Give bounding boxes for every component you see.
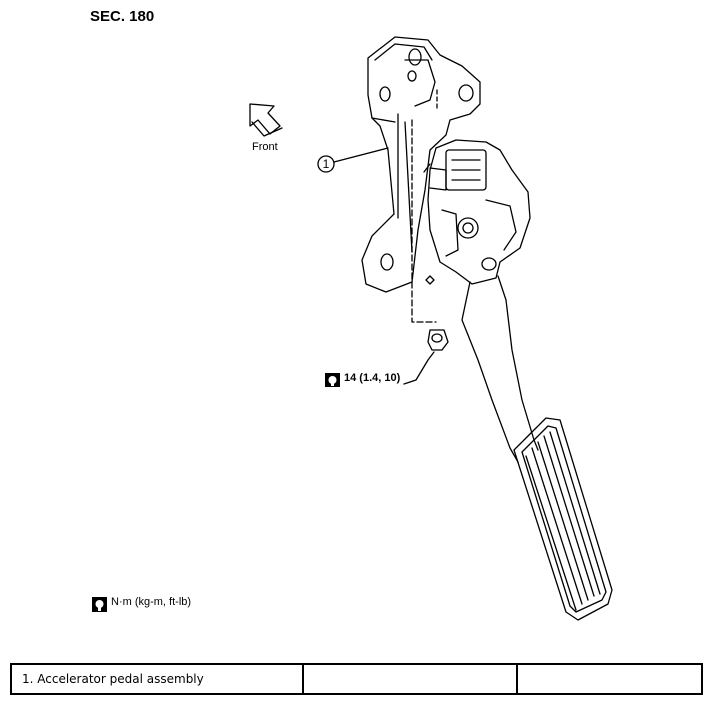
table-cell [516,663,703,695]
torque-spec: 14 (1.4, 10) [344,372,401,384]
front-arrow-icon [249,103,283,137]
callout-1-number: 1 [323,157,330,171]
parts-table: 1. Accelerator pedal assembly [10,663,703,695]
torque-wrench-icon [325,373,340,387]
pedal-bracket [361,36,481,293]
pedal-sensor-housing [423,139,531,285]
torque-leader-line [403,351,435,385]
callout-1 [317,147,389,173]
torque-units-legend: N·m (kg-m, ft-lb) [111,596,192,608]
legend-torque-wrench-icon [92,597,107,612]
table-cell [302,663,518,695]
pedal-arm [461,275,539,463]
front-direction-label: Front [252,141,278,153]
mounting-nut [411,89,449,351]
section-title: SEC. 180 [90,8,155,25]
table-row: 1. Accelerator pedal assembly [10,663,703,695]
pedal-pad [513,417,613,621]
table-cell: 1. Accelerator pedal assembly [10,663,304,695]
